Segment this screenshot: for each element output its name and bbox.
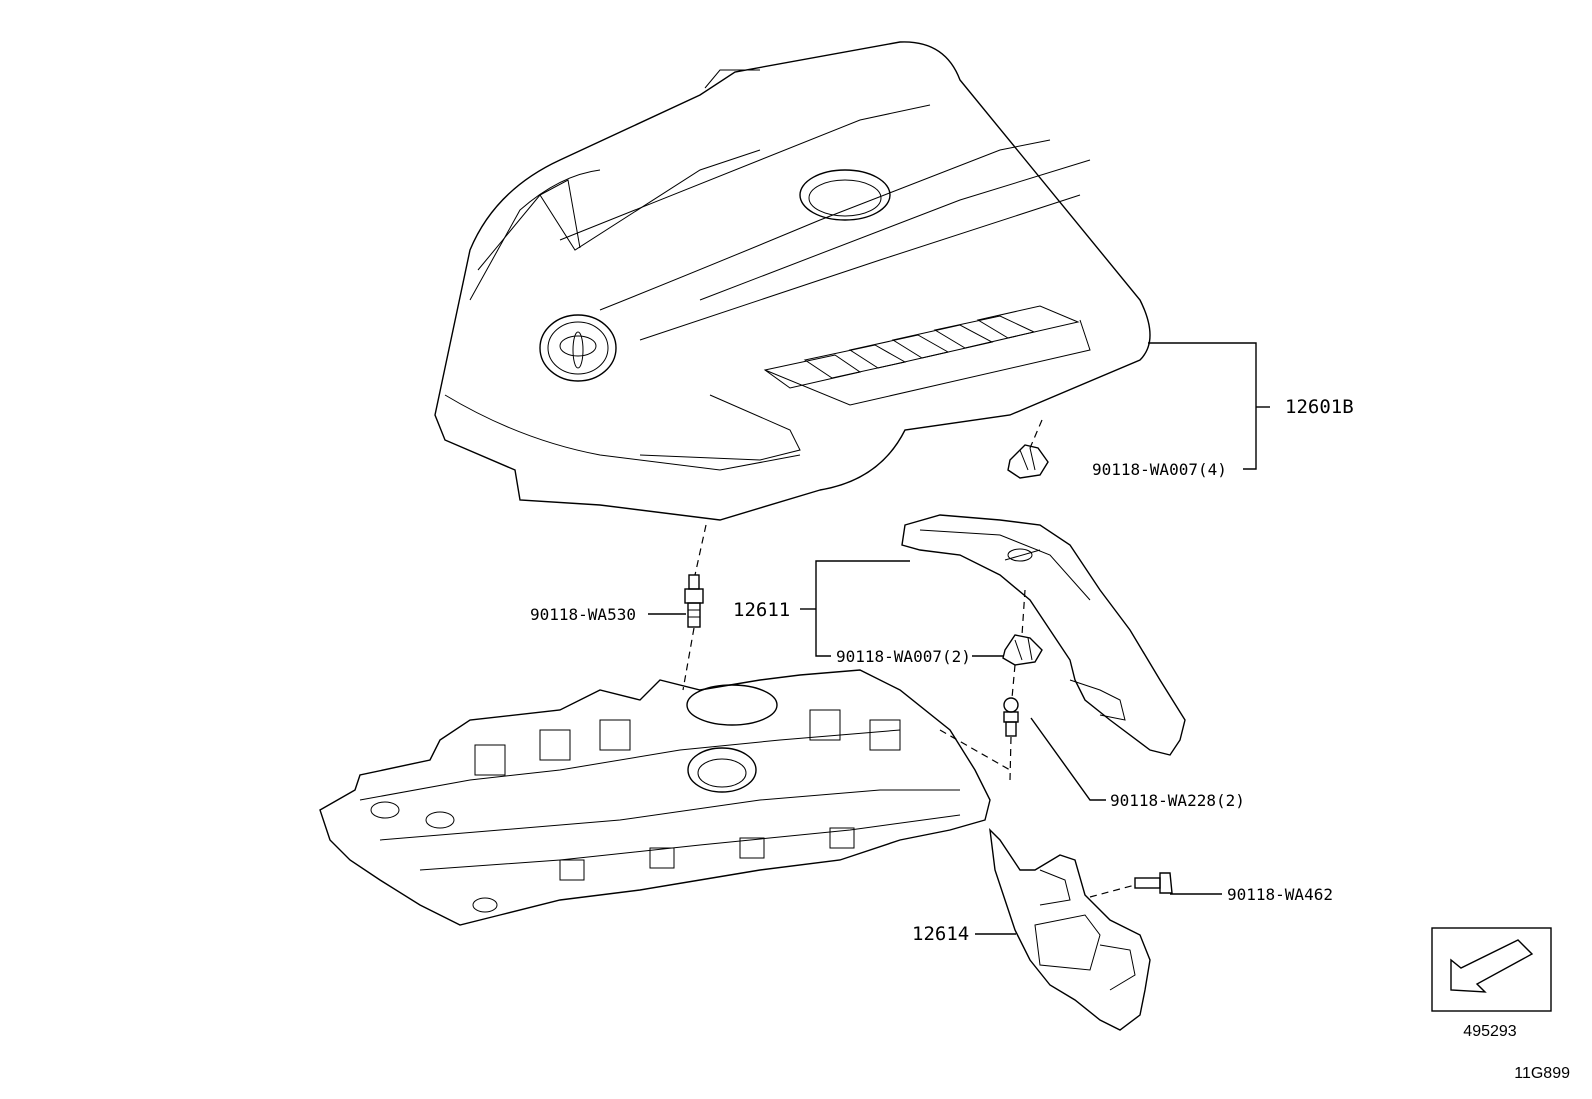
label-insulator-bolt: 90118-WA462 xyxy=(1227,885,1333,904)
stud-bolt-icon xyxy=(684,574,704,628)
cylinder-head-cover-illustration xyxy=(319,669,991,926)
reference-code: 495293 xyxy=(1463,1023,1516,1040)
stud-bolt-icon xyxy=(1003,697,1019,737)
leader-lines xyxy=(648,342,1270,935)
label-insulator-stud: 90118-WA228(2) xyxy=(1110,791,1245,810)
insulator-12614-illustration xyxy=(989,828,1151,1031)
reference-box xyxy=(1431,927,1552,1012)
label-cover-stud: 90118-WA530 xyxy=(530,605,636,624)
grommet-icon xyxy=(1002,634,1043,666)
engine-cover-illustration xyxy=(434,41,1151,521)
arrow-icon xyxy=(1450,939,1534,993)
label-insulator-12611: 12611 xyxy=(733,599,790,621)
grommet-icon xyxy=(1007,444,1049,479)
label-engine-cover: 12601B xyxy=(1285,396,1354,418)
figure-code: 11G899 xyxy=(1514,1065,1570,1082)
label-insulator-grommet: 90118-WA007(2) xyxy=(836,647,971,666)
label-insulator-12614: 12614 xyxy=(912,923,969,945)
bolt-icon xyxy=(1134,872,1173,894)
assembly-lines xyxy=(682,419,1136,898)
insulator-12611-illustration xyxy=(901,514,1186,756)
label-cover-grommet: 90118-WA007(4) xyxy=(1092,460,1227,479)
